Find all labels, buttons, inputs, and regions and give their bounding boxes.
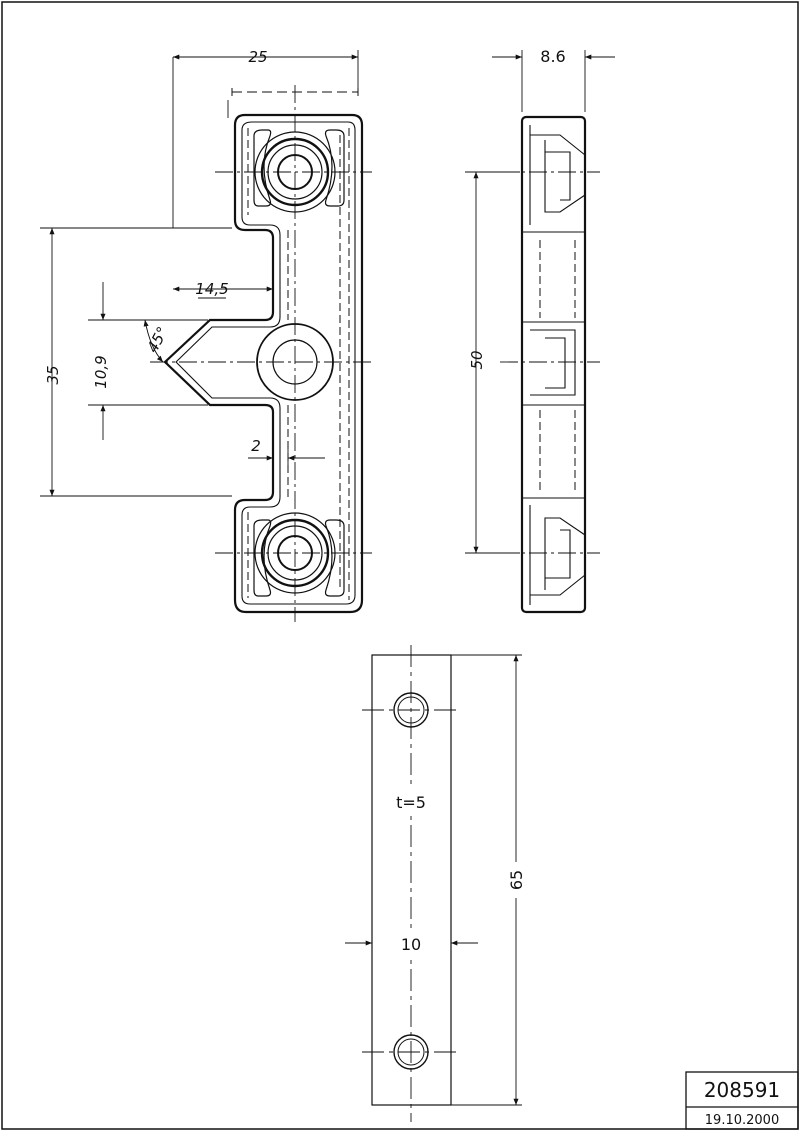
dim-angle-45: 45° [143, 324, 171, 356]
plate-thickness-note: t=5 [396, 793, 426, 812]
title-block [685, 1071, 799, 1130]
plate-view [345, 645, 522, 1122]
plate-length-65: 65 [507, 870, 526, 890]
dim-thickness-8-6: 8.6 [540, 47, 565, 66]
side-view-outline [520, 115, 587, 614]
dim-width-25: 25 [248, 48, 267, 66]
dim-wall-2: 2 [251, 437, 261, 455]
drawing-date: 19.10.2000 [705, 1113, 779, 1128]
dim-opening-10-9: 10,9 [92, 355, 110, 388]
dim-depth-14-5: 14,5 [195, 280, 228, 298]
dim-hole-pitch-50: 50 [468, 350, 486, 369]
front-view [40, 50, 372, 622]
side-view [465, 50, 615, 614]
plate-width-10: 10 [401, 935, 421, 954]
front-view-outline [163, 113, 364, 614]
plate-outline [371, 654, 452, 1106]
part-number: 208591 [704, 1078, 780, 1102]
front-view-inner-outline [175, 121, 356, 605]
dim-notch-35: 35 [44, 365, 62, 384]
